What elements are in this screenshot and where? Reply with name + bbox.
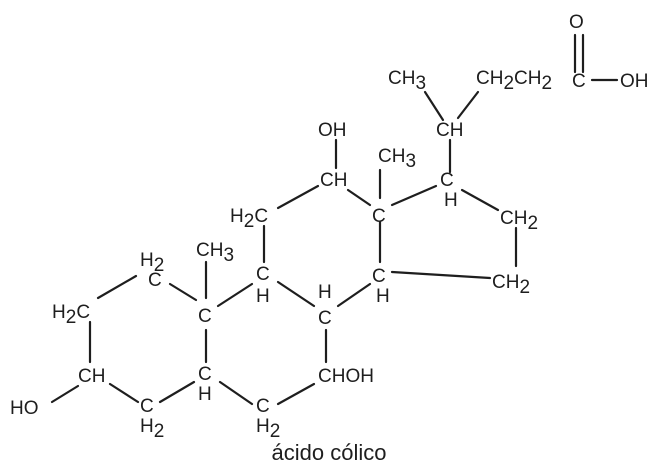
atom-c-14: C	[372, 266, 386, 287]
atom-ch3-13: CH3	[378, 146, 416, 172]
atom-o-carbonyl: O	[569, 12, 584, 33]
bond-c11-c12	[276, 184, 320, 210]
atom-ho-3: HO	[10, 398, 39, 419]
atom-oh-acid: OH	[620, 71, 649, 92]
atom-c-5: C	[198, 364, 212, 385]
bond-c10-c9	[216, 282, 254, 308]
bond-c15-c14	[390, 270, 492, 280]
atom-ch3-side: CH3	[388, 68, 426, 94]
bond-c9-c8	[276, 280, 316, 308]
bond-c3-c4	[108, 382, 140, 404]
atom-h-14: H	[376, 286, 390, 307]
atom-c-4: C	[140, 396, 154, 417]
atom-c-8: C	[318, 308, 332, 329]
atom-c-17: C	[440, 170, 454, 191]
atom-oh-12: OH	[318, 120, 347, 141]
bond-c13-c17	[390, 184, 438, 207]
molecule-name-caption: ácido cólico	[271, 440, 387, 465]
atom-labels: O C OH CH3 CH2CH2 CH OH CH CH3 C H H2C C…	[10, 12, 649, 442]
atom-c-6: C	[256, 396, 270, 417]
atom-c-carboxyl: C	[572, 71, 586, 92]
bond-c6-c5	[218, 380, 254, 406]
atom-chch-oh-7: CHOH	[318, 366, 374, 387]
atom-h-9: H	[256, 286, 270, 307]
atom-c-10: C	[198, 306, 212, 327]
bond-ch3-to-ch	[423, 90, 445, 122]
bond-c2-c1	[96, 274, 138, 300]
atom-h2-6: H2	[256, 416, 280, 442]
atom-c-13: C	[372, 206, 386, 227]
bond-c8-c14	[336, 282, 372, 308]
atom-h-8: H	[318, 282, 332, 303]
atom-ch2ch2-side: CH2CH2	[476, 68, 552, 94]
bond-c7-c6	[276, 382, 316, 406]
atom-h2-4: H2	[140, 416, 164, 442]
bonds	[50, 33, 619, 406]
bond-c17-c16	[460, 188, 500, 212]
atom-c-1: C	[148, 270, 162, 291]
bond-c12-c13	[346, 188, 372, 207]
atom-ch3-10: CH3	[196, 240, 234, 266]
atom-ch2-15: CH2	[492, 272, 530, 298]
atom-h2c-2: H2C	[52, 302, 90, 328]
atom-h2-1: H2	[140, 250, 164, 276]
atom-ch-12: CH	[320, 170, 347, 191]
bond-c3-ho	[50, 384, 80, 404]
atom-h-17: H	[444, 190, 458, 211]
atom-ch-3: CH	[78, 366, 105, 387]
bond-ch-to-ch2	[456, 90, 480, 120]
atom-c-9: C	[256, 264, 270, 285]
atom-h2c-11: H2C	[230, 206, 268, 232]
bond-c1-c10	[168, 282, 198, 302]
atom-ch-side: CH	[436, 120, 463, 141]
atom-ch2-16: CH2	[500, 208, 538, 234]
bond-c4-c5	[158, 380, 196, 404]
atom-h-5: H	[198, 384, 212, 405]
